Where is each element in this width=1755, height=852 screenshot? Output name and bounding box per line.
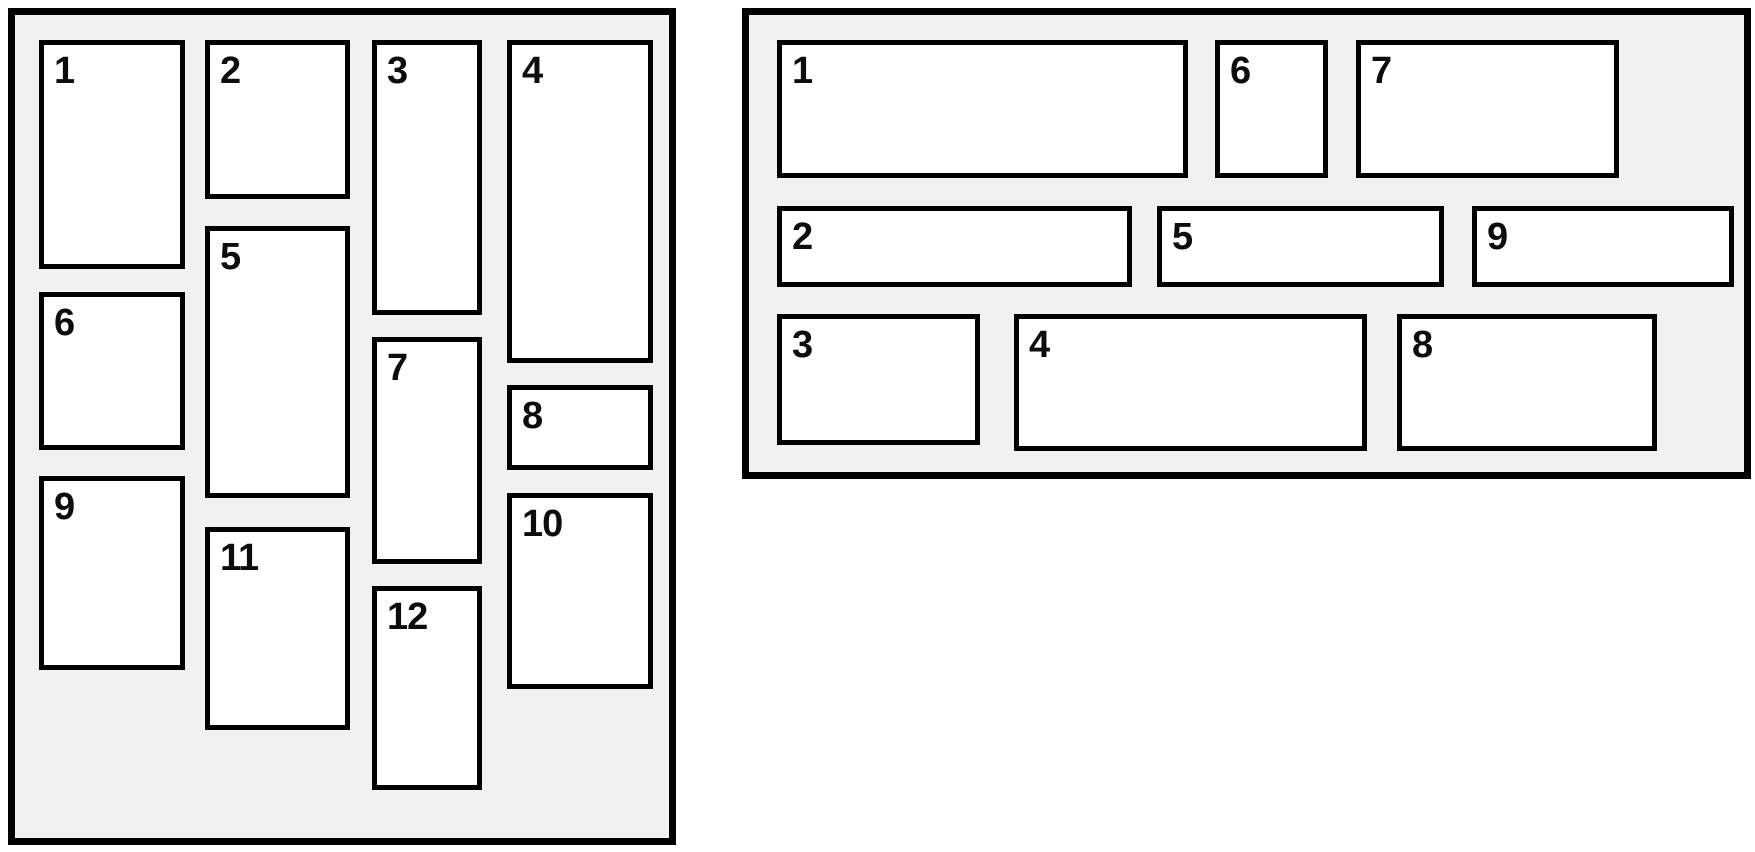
masonry-item-horizontal-masonry-8: 8 [1397,314,1657,451]
masonry-item-vertical-masonry-9: 9 [39,476,185,670]
item-number-label: 5 [1172,216,1193,258]
masonry-item-vertical-masonry-1: 1 [39,40,185,269]
masonry-panel-horizontal: 1 2 3 4 5 6 7 8 9 [742,8,1751,479]
masonry-item-horizontal-masonry-4: 4 [1014,314,1367,451]
item-number-label: 10 [522,503,563,545]
masonry-item-horizontal-masonry-1: 1 [777,40,1188,178]
item-number-label: 11 [220,537,259,579]
masonry-item-horizontal-masonry-9: 9 [1472,206,1734,287]
item-number-label: 5 [220,236,241,278]
item-number-label: 1 [54,50,75,92]
masonry-item-horizontal-masonry-7: 7 [1356,40,1619,178]
item-number-label: 6 [1230,50,1251,92]
masonry-item-horizontal-masonry-5: 5 [1157,206,1444,287]
masonry-item-vertical-masonry-2: 2 [205,40,350,199]
masonry-item-vertical-masonry-6: 6 [39,292,185,450]
item-number-label: 7 [1371,50,1392,92]
masonry-item-vertical-masonry-4: 4 [507,40,653,363]
masonry-item-vertical-masonry-5: 5 [205,226,350,498]
masonry-item-vertical-masonry-3: 3 [372,40,482,315]
item-number-label: 1 [792,50,813,92]
item-number-label: 3 [792,324,813,366]
masonry-item-vertical-masonry-7: 7 [372,337,482,564]
masonry-item-vertical-masonry-12: 12 [372,586,482,790]
item-number-label: 4 [522,50,543,92]
masonry-item-horizontal-masonry-6: 6 [1215,40,1328,178]
item-number-label: 8 [1412,324,1433,366]
masonry-item-vertical-masonry-10: 10 [507,493,653,689]
item-number-label: 9 [1487,216,1508,258]
item-number-label: 2 [220,50,241,92]
item-number-label: 8 [522,395,543,437]
item-number-label: 6 [54,302,75,344]
masonry-item-horizontal-masonry-3: 3 [777,314,980,445]
item-number-label: 12 [387,596,428,638]
masonry-item-vertical-masonry-8: 8 [507,385,653,470]
masonry-item-vertical-masonry-11: 11 [205,527,350,730]
item-number-label: 3 [387,50,408,92]
item-number-label: 4 [1029,324,1050,366]
item-number-label: 9 [54,486,75,528]
masonry-item-horizontal-masonry-2: 2 [777,206,1132,287]
item-number-label: 2 [792,216,813,258]
item-number-label: 7 [387,347,408,389]
